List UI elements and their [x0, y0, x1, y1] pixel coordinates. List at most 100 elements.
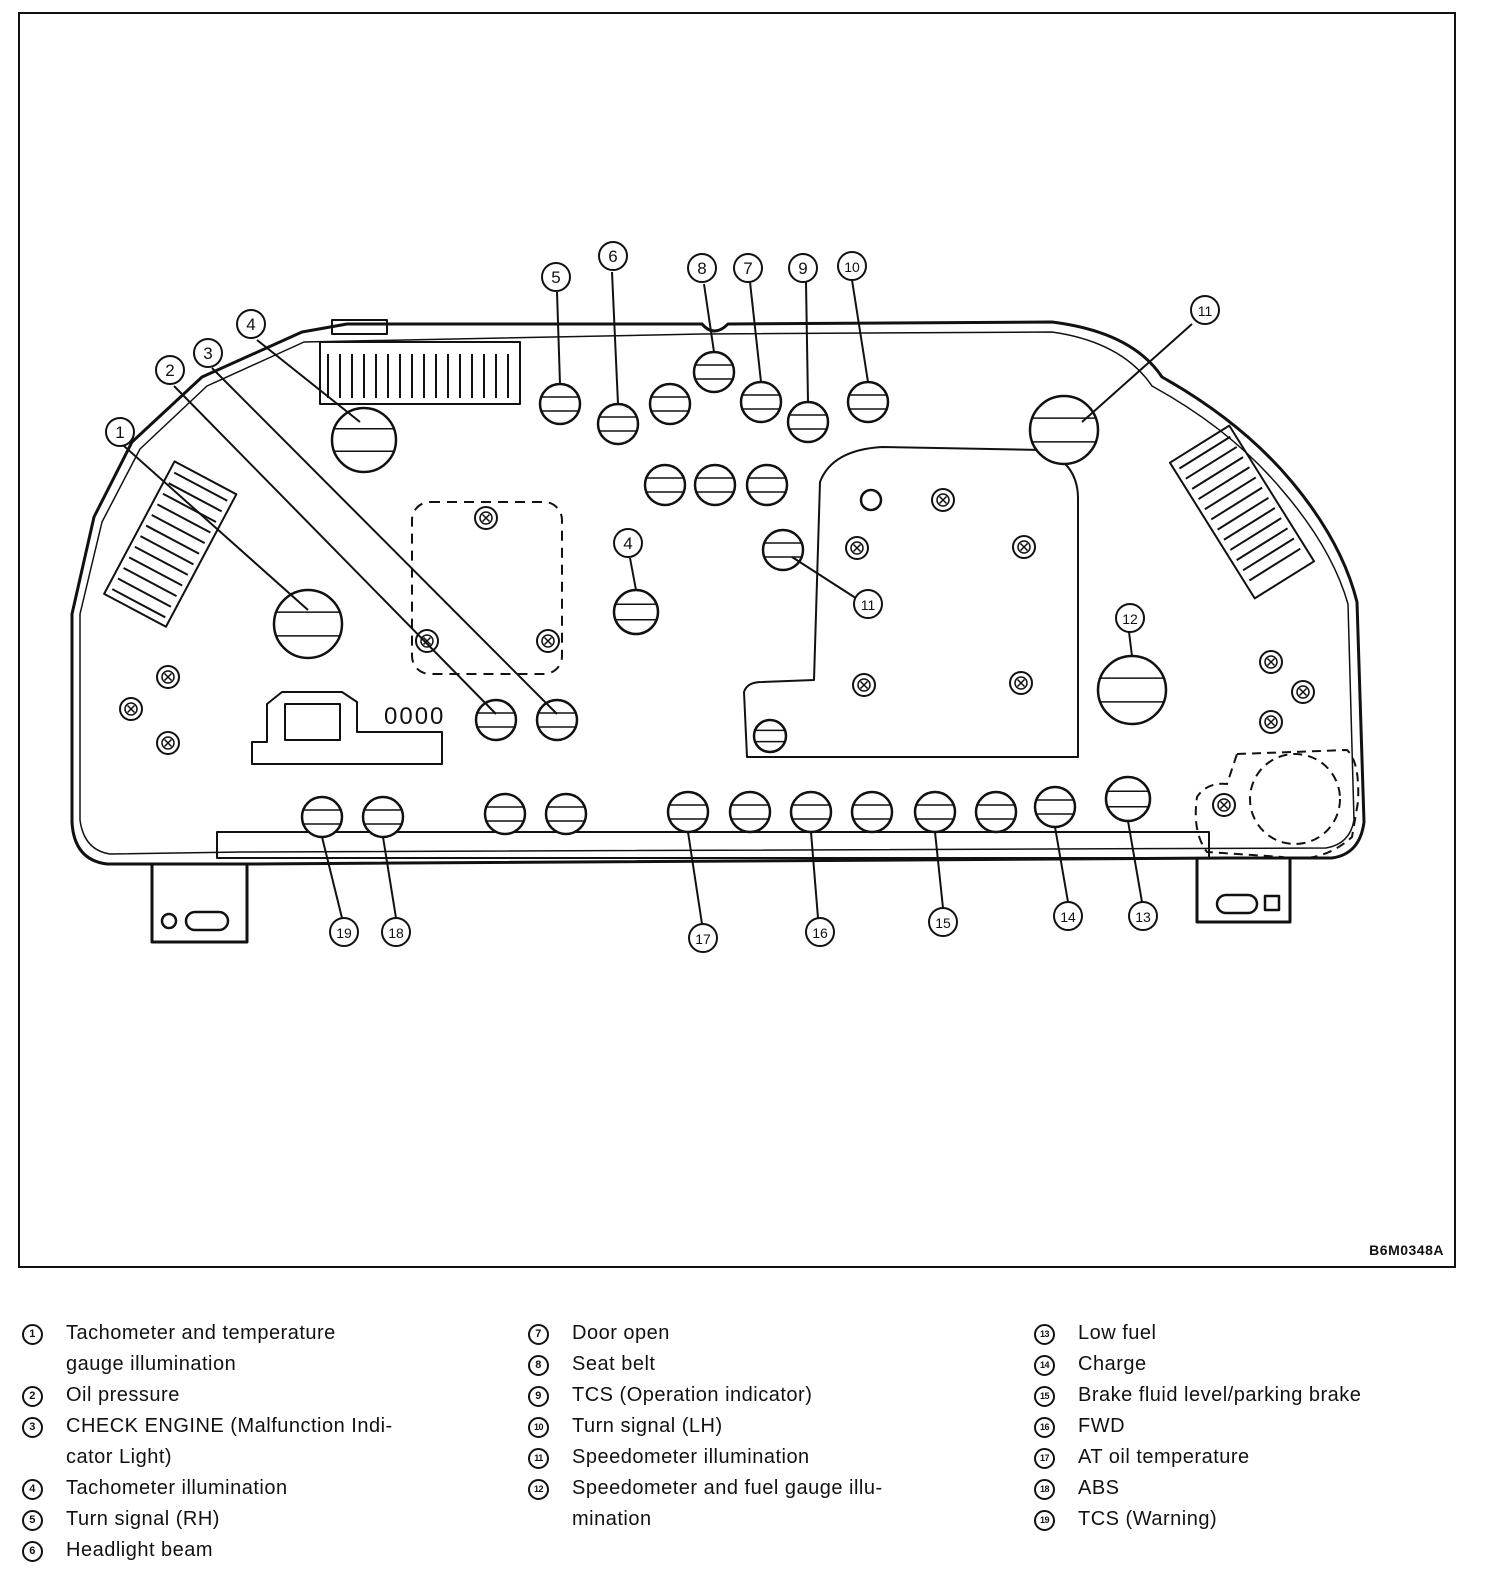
- callout-label: 19: [336, 925, 352, 941]
- bulb-socket: [544, 792, 588, 836]
- bulb-socket: [1096, 654, 1168, 726]
- bulb-socket: [1028, 394, 1100, 466]
- legend-item-16: 16 FWD: [1034, 1411, 1361, 1442]
- bulb-socket: [745, 463, 789, 507]
- leader-line: [556, 291, 561, 385]
- screw: [536, 629, 560, 653]
- legend-number-badge: 8: [528, 1355, 549, 1376]
- callout-label: 8: [697, 259, 706, 278]
- left-mounting-tab: [150, 864, 249, 944]
- callout-1: 1: [105, 417, 135, 447]
- leader-line: [1054, 826, 1069, 903]
- legend-text-line: Speedometer and fuel gauge illu-: [572, 1477, 883, 1499]
- legend-number-badge: 3: [22, 1417, 43, 1438]
- callout-label: 15: [935, 915, 951, 931]
- cluster-housing-outline: [70, 320, 1366, 866]
- leader-line: [1128, 631, 1133, 657]
- legend-number-badge: 16: [1034, 1417, 1055, 1438]
- legend-number-badge: 5: [22, 1510, 43, 1531]
- callout-15: 15: [928, 907, 958, 937]
- leader-line: [173, 385, 497, 715]
- legend-number-badge: 15: [1034, 1386, 1055, 1407]
- callout-label: 2: [165, 361, 174, 380]
- top-left-connector-pins: [327, 354, 509, 398]
- legend-text-line: Brake fluid level/parking brake: [1078, 1384, 1362, 1406]
- legend-number-badge: 14: [1034, 1355, 1055, 1376]
- screw: [156, 665, 180, 689]
- bulb-socket: [330, 406, 398, 474]
- callout-label: 1: [115, 423, 124, 442]
- legend-number-badge: 7: [528, 1324, 549, 1345]
- legend-item-7: 7 Door open: [528, 1318, 883, 1349]
- callout-label: 14: [1060, 909, 1076, 925]
- callout-10: 10: [837, 251, 867, 281]
- callout-label: 3: [203, 344, 212, 363]
- callout-label: 18: [388, 925, 404, 941]
- callout-4: 4: [613, 528, 643, 558]
- screw: [119, 697, 143, 721]
- legend-text-line: Charge: [1078, 1353, 1147, 1375]
- legend-text-line: TCS (Operation indicator): [572, 1384, 813, 1406]
- legend-text-line: FWD: [1078, 1415, 1126, 1437]
- callout-5: 5: [541, 262, 571, 292]
- screw: [1259, 650, 1283, 674]
- leader-line: [611, 271, 619, 405]
- legend-text-line: Oil pressure: [66, 1384, 180, 1406]
- cluster-inner-outline: [79, 331, 1355, 855]
- bulb-socket: [859, 488, 883, 512]
- legend-text-line: Turn signal (RH): [66, 1508, 220, 1530]
- callout-label: 10: [844, 259, 860, 275]
- callout-12: 12: [1115, 603, 1145, 633]
- screw: [474, 506, 498, 530]
- speedometer-board-outline: [743, 446, 1079, 758]
- screw: [845, 536, 869, 560]
- bulb-socket: [535, 698, 579, 742]
- fuel-gauge-dashed-region: [1194, 749, 1360, 860]
- tachometer-dashed-region: [411, 501, 563, 675]
- bulb-socket: [1104, 775, 1152, 823]
- legend-text-line: AT oil temperature: [1078, 1446, 1250, 1468]
- callout-label: 11: [1198, 303, 1213, 319]
- right-tab-hole: [1263, 894, 1281, 912]
- legend-text-line: ABS: [1078, 1477, 1120, 1499]
- screw: [1212, 793, 1236, 817]
- bulb-socket: [789, 790, 833, 834]
- right-mounting-tab: [1195, 858, 1292, 924]
- right-side-connector: [1168, 424, 1316, 600]
- leader-line: [810, 831, 819, 919]
- legend-number-badge: 11: [528, 1448, 549, 1469]
- bulb-socket: [761, 528, 805, 572]
- bulb-socket: [666, 790, 710, 834]
- top-left-connector: [319, 341, 521, 405]
- legend-number-badge: 6: [22, 1541, 43, 1562]
- leader-line: [1127, 820, 1143, 903]
- screw: [1259, 710, 1283, 734]
- callout-label: 6: [608, 247, 617, 266]
- lower-left-connector-block: [251, 691, 443, 765]
- legend-text-line: Door open: [572, 1322, 670, 1344]
- callout-label: 4: [623, 534, 632, 553]
- legend-number-badge: 4: [22, 1479, 43, 1500]
- right-tab-slot: [1215, 893, 1259, 915]
- bulb-socket: [846, 380, 890, 424]
- left-tab-hole: [160, 912, 178, 930]
- leader-line: [687, 831, 703, 925]
- bulb-socket: [483, 792, 527, 836]
- callout-18: 18: [381, 917, 411, 947]
- callout-11: 11: [853, 589, 883, 619]
- legend-item-14: 14 Charge: [1034, 1349, 1361, 1380]
- top-left-connector-tab: [331, 319, 388, 335]
- fuel-gauge-dashed-circle: [1249, 753, 1341, 845]
- bulb-socket: [538, 382, 582, 426]
- leader-line: [382, 836, 397, 919]
- legend-number-badge: 2: [22, 1386, 43, 1407]
